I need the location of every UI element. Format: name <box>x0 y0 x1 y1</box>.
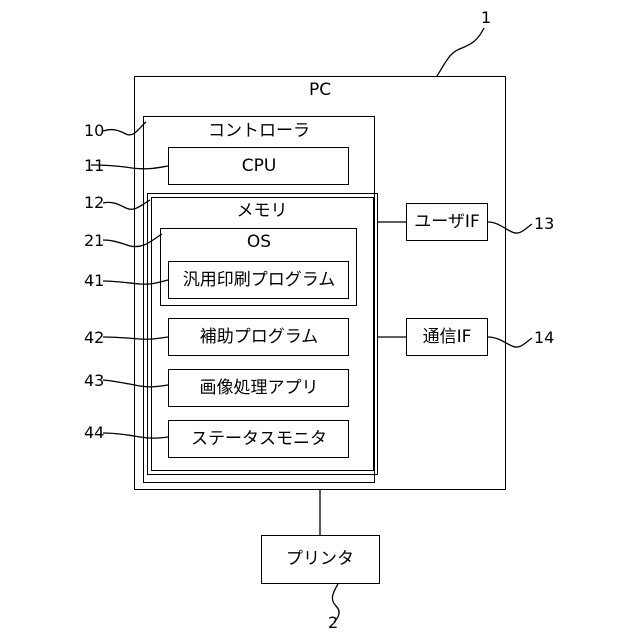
ref-1: 1 <box>481 10 491 26</box>
leader-1 <box>437 28 484 76</box>
controller-label: コントローラ <box>208 123 310 140</box>
memory-label: メモリ <box>237 203 288 220</box>
general-print-program-label: 汎用印刷プログラム <box>183 272 336 289</box>
printer-label: プリンタ <box>286 551 354 568</box>
ref-44: 44 <box>84 425 104 441</box>
status-monitor-label: ステータスモニタ <box>191 431 327 448</box>
ref-10: 10 <box>84 123 104 139</box>
pc-label: PC <box>309 82 331 99</box>
ref-13: 13 <box>534 216 554 232</box>
ref-2: 2 <box>328 615 338 631</box>
ref-42: 42 <box>84 330 104 346</box>
image-processing-app-label: 画像処理アプリ <box>200 380 319 397</box>
comm-if-label: 通信IF <box>423 329 472 346</box>
ref-11: 11 <box>84 158 104 174</box>
ref-41: 41 <box>84 273 104 289</box>
cpu-label: CPU <box>242 158 277 175</box>
ref-14: 14 <box>534 330 554 346</box>
auxiliary-program-label: 補助プログラム <box>200 329 319 346</box>
os-label: OS <box>247 234 271 251</box>
user-if-label: ユーザIF <box>414 214 479 231</box>
ref-12: 12 <box>84 195 104 211</box>
ref-43: 43 <box>84 373 104 389</box>
ref-21: 21 <box>84 233 104 249</box>
